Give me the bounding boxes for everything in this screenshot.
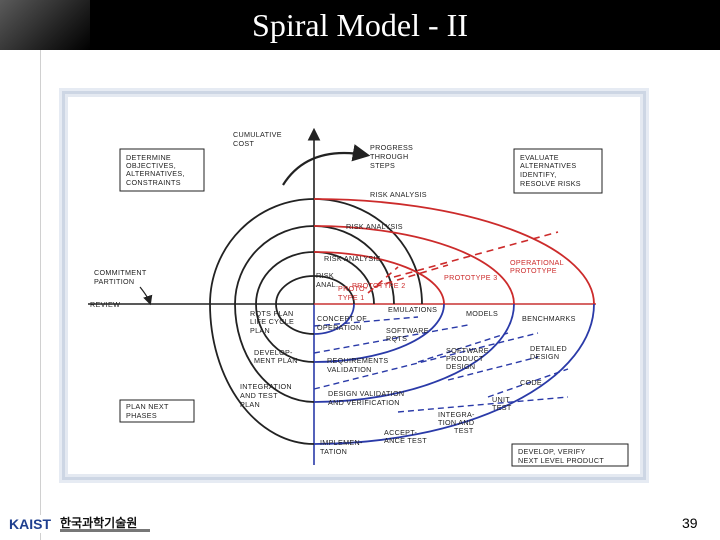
proto2-label: PROTOTYPE 2 <box>352 281 406 290</box>
develop-plan-label: DEVELOP-MENT PLAN <box>254 348 298 365</box>
box-evaluate <box>513 148 603 194</box>
slide-title: Spiral Model - II <box>252 7 468 43</box>
kaist-logo-icon: KAIST <box>8 515 56 533</box>
accept-test-label: ACCEPT-ANCE TEST <box>384 428 427 445</box>
page-number: 39 <box>682 515 698 531</box>
models-label: MODELS <box>466 309 498 318</box>
title-bar: Spiral Model - II <box>0 0 720 50</box>
proto1-label: PROTO-TYPE 1 <box>338 284 368 302</box>
proto3-label: PROTOTYPE 3 <box>444 273 498 282</box>
risk-analysis-label-2: RISK ANALYSIS <box>324 254 381 263</box>
commitment-arrow <box>139 286 153 306</box>
title-corner-decoration <box>0 0 90 50</box>
benchmarks-label: BENCHMARKS <box>522 314 576 323</box>
institute-subtitle-bar <box>60 529 150 532</box>
spiral-black-arcs <box>209 198 423 445</box>
red-dashed-lines <box>367 231 559 294</box>
blue-dashed-lines <box>313 316 569 413</box>
implementation-label: IMPLEMEN-TATION <box>320 438 363 456</box>
progress-arrow <box>282 144 371 186</box>
risk-analysis-label-4: RISK ANALYSIS <box>370 190 427 199</box>
review-label: REVIEW <box>90 300 120 309</box>
box-develop-verify <box>511 443 629 467</box>
left-divider-line <box>40 50 41 540</box>
institute-name: 한국과학기술원 <box>60 516 138 530</box>
spiral-blue-arcs <box>313 303 595 445</box>
risk-analysis-label-3: RISK ANALYSIS <box>346 222 403 231</box>
spiral-red-arcs <box>313 198 595 305</box>
code-label: CODE <box>520 378 542 387</box>
emulations-label: EMULATIONS <box>388 305 437 314</box>
box-plan-next <box>119 399 195 423</box>
svg-text:KAIST: KAIST <box>9 516 51 532</box>
box-objectives <box>119 148 205 192</box>
